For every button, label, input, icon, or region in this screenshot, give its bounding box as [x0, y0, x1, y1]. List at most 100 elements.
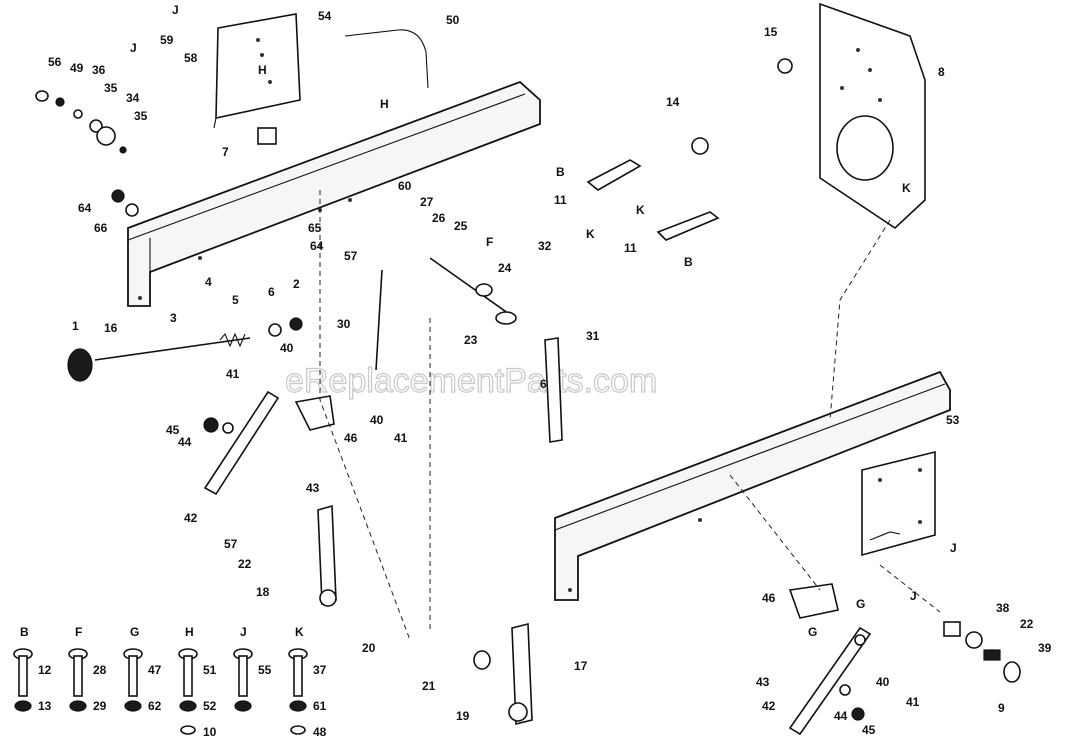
- ref-letter-B: B: [556, 165, 565, 179]
- legend-nut-B: [14, 700, 32, 712]
- callout-24: 24: [498, 261, 512, 275]
- callout-19: 19: [456, 709, 470, 723]
- callout-15: 15: [764, 25, 778, 39]
- ref-letter-J: J: [172, 3, 179, 17]
- callout-21: 21: [422, 679, 436, 693]
- legend-bolt-K: [288, 648, 308, 697]
- callout-58: 58: [184, 51, 198, 65]
- callout-36: 36: [92, 63, 106, 77]
- legend-letter-B: B: [20, 625, 29, 639]
- callout-7: 7: [222, 145, 229, 159]
- callout-60: 60: [398, 179, 412, 193]
- vertical-link-30: [375, 269, 383, 371]
- legend-bolt-H: [178, 648, 198, 697]
- callout-56: 56: [48, 55, 62, 69]
- callout-46: 46: [762, 591, 776, 605]
- callout-8: 8: [938, 65, 945, 79]
- arm-42-left: [203, 390, 280, 496]
- side-plate-8: [819, 2, 926, 230]
- ref-letter-G: G: [808, 625, 817, 639]
- callout-45: 45: [862, 723, 876, 737]
- legend-bolt-F: [68, 648, 88, 697]
- callout-40: 40: [370, 413, 384, 427]
- legend-bolt-number: 12: [38, 663, 52, 677]
- callout-57: 57: [344, 249, 358, 263]
- callout-4: 4: [205, 275, 212, 289]
- callout-17: 17: [574, 659, 588, 673]
- callout-54: 54: [318, 9, 332, 23]
- bolt-39: [983, 649, 1001, 661]
- callout-3: 3: [170, 311, 177, 325]
- callout-34: 34: [126, 91, 140, 105]
- callout-42: 42: [184, 511, 198, 525]
- callout-42: 42: [762, 699, 776, 713]
- bracket-46-left: [294, 395, 335, 431]
- ref-letter-G: G: [856, 597, 865, 611]
- callout-40: 40: [280, 341, 294, 355]
- callout-66: 66: [94, 221, 108, 235]
- lever-31: [544, 337, 563, 443]
- callout-18: 18: [256, 585, 270, 599]
- hardware-56-49-36-35-34: [35, 90, 127, 154]
- callout-50: 50: [446, 13, 460, 27]
- legend-bolt-number: 55: [258, 663, 272, 677]
- callout-64: 64: [78, 201, 92, 215]
- callout-41: 41: [906, 695, 920, 709]
- legend-bolt-G: [123, 648, 143, 697]
- bracket-19: [473, 622, 533, 726]
- callout-6: 6: [540, 377, 547, 391]
- legend-washer-H: [180, 725, 196, 735]
- callout-43: 43: [306, 481, 320, 495]
- ref-letter-J: J: [130, 41, 137, 55]
- callout-5: 5: [232, 293, 239, 307]
- callout-27: 27: [420, 195, 434, 209]
- legend-letter-K: K: [295, 625, 304, 639]
- callout-45: 45: [166, 423, 180, 437]
- callout-49: 49: [70, 61, 84, 75]
- callout-22: 22: [238, 557, 252, 571]
- rod-3: [67, 317, 303, 382]
- left-frame-rail: [127, 80, 541, 307]
- callout-46: 46: [344, 431, 358, 445]
- legend-bolt-B: [13, 648, 33, 697]
- callout-31: 31: [586, 329, 600, 343]
- legend-extra-number: 48: [313, 725, 327, 739]
- spacer-11-upper: [586, 159, 642, 191]
- bolt-38: [943, 621, 961, 637]
- watermark: eReplacementParts.com: [285, 362, 657, 400]
- ref-letter-J: J: [950, 541, 957, 555]
- legend-nut-number: 62: [148, 699, 162, 713]
- callout-11: 11: [624, 241, 637, 255]
- shaft-23: [429, 257, 517, 325]
- callout-26: 26: [432, 211, 446, 225]
- callout-20: 20: [362, 641, 376, 655]
- callout-6: 6: [268, 285, 275, 299]
- rod-50: [344, 29, 429, 89]
- ref-letter-K: K: [636, 203, 645, 217]
- callout-39: 39: [1038, 641, 1052, 655]
- callout-53: 53: [946, 413, 960, 427]
- legend-nut-number: 29: [93, 699, 107, 713]
- legend-nut-J: [234, 700, 252, 712]
- callout-1: 1: [72, 319, 79, 333]
- legend-bolt-number: 28: [93, 663, 107, 677]
- callout-30: 30: [337, 317, 351, 331]
- callout-44: 44: [178, 435, 192, 449]
- callout-22: 22: [1020, 617, 1034, 631]
- callout-43: 43: [756, 675, 770, 689]
- ref-letter-F: F: [486, 235, 493, 249]
- callout-11: 11: [554, 193, 567, 207]
- legend-nut-number: 61: [313, 699, 327, 713]
- right-frame-rail: [554, 370, 951, 601]
- callout-59: 59: [160, 33, 174, 47]
- legend-extra-number: 10: [203, 725, 217, 739]
- spacer-11-lower: [656, 211, 720, 241]
- ref-letter-K: K: [586, 227, 595, 241]
- bushing-14: [691, 137, 709, 155]
- arm-42-right: [788, 626, 872, 736]
- callout-35: 35: [134, 109, 148, 123]
- legend-nut-number: 13: [38, 699, 52, 713]
- ref-letter-J: J: [910, 589, 917, 603]
